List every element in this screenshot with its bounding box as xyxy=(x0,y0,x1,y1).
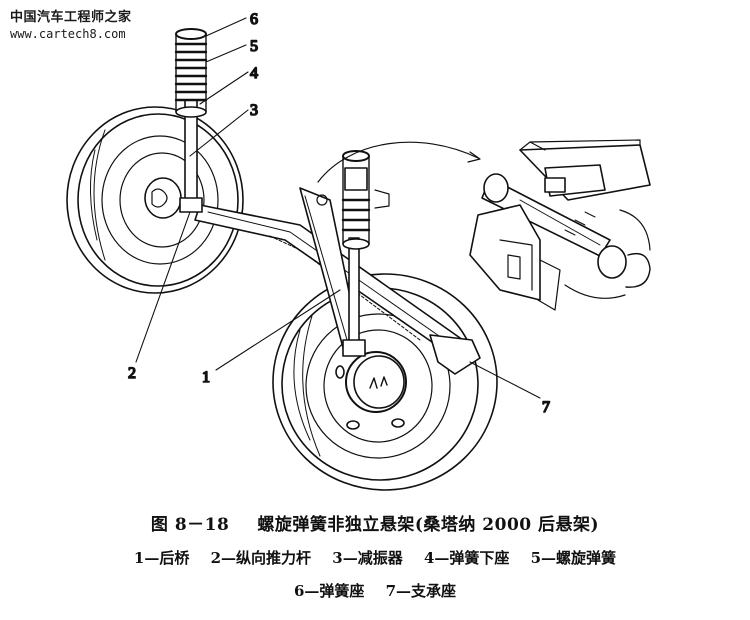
legend-line-1: 1—后桥 2—纵向推力杆 3—减振器 4—弹簧下座 5—螺旋弹簧 xyxy=(0,547,750,568)
callout-3: 3 xyxy=(250,102,258,119)
watermark-url: www.cartech8.com xyxy=(10,27,126,41)
support-seat-detail xyxy=(469,139,651,311)
callout-7: 7 xyxy=(542,399,550,416)
left-wheel xyxy=(66,106,244,294)
figure-caption: 图 8－18 螺旋弹簧非独立悬架(桑塔纳 2000 后悬架) 1—后桥 2—纵向推… xyxy=(0,510,750,601)
legend-item-4: 4—弹簧下座 xyxy=(423,549,510,567)
callout-leader-lines xyxy=(135,17,541,399)
callout-5: 5 xyxy=(250,38,258,55)
right-wheel xyxy=(272,273,498,491)
legend-item-5: 5—螺旋弹簧 xyxy=(530,549,617,567)
caption-title-line: 图 8－18 螺旋弹簧非独立悬架(桑塔纳 2000 后悬架) xyxy=(0,510,750,535)
legend-item-2: 2—纵向推力杆 xyxy=(210,549,312,567)
legend-item-3: 3—减振器 xyxy=(332,549,403,567)
figure-number: 图 8－18 xyxy=(150,515,230,535)
legend-item-1: 1—后桥 xyxy=(133,549,190,567)
figure-title: 螺旋弹簧非独立悬架(桑塔纳 2000 后悬架) xyxy=(257,515,600,535)
legend-line-2: 6—弹簧座 7—支承座 xyxy=(0,580,750,601)
right-coil-spring xyxy=(316,150,390,250)
legend-item-6: 6—弹簧座 xyxy=(293,582,365,600)
watermark-site-name: 中国汽车工程师之家 xyxy=(10,10,132,25)
right-shock-absorber xyxy=(342,237,366,357)
support-seat xyxy=(429,334,481,375)
suspension-diagram: 6 5 4 3 2 1 7 xyxy=(66,10,651,491)
callout-4: 4 xyxy=(250,65,258,82)
callout-1: 1 xyxy=(202,369,210,386)
watermark: 中国汽车工程师之家 www.cartech8.com xyxy=(10,6,180,41)
detail-pointer-arrow xyxy=(317,141,479,183)
callout-6: 6 xyxy=(250,11,258,28)
callout-2: 2 xyxy=(128,365,136,382)
legend-item-7: 7—支承座 xyxy=(385,582,457,600)
left-coil-spring xyxy=(174,28,208,118)
